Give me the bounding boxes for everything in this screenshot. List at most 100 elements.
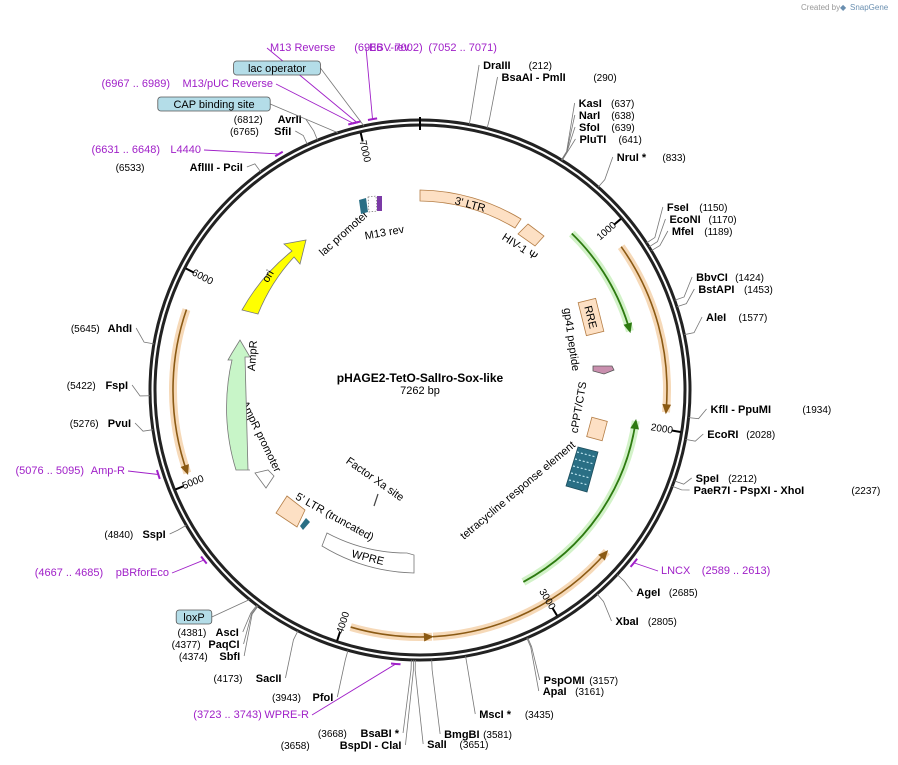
- site-name[interactable]: PspOMI: [544, 675, 585, 687]
- boxed-feature-label: CAP binding site: [173, 99, 254, 111]
- site-position: (3668): [318, 729, 347, 740]
- site-callout-line: [561, 138, 576, 161]
- site-name[interactable]: XbaI: [616, 616, 639, 628]
- site-name[interactable]: BsaAI - PmlI: [502, 72, 566, 84]
- feature-label-ori: ori: [260, 268, 277, 285]
- site-position: (3581): [483, 730, 512, 741]
- site-name[interactable]: BsaBI *: [361, 728, 400, 740]
- site-name[interactable]: BspDI - ClaI: [340, 740, 402, 752]
- primer-callout-line: [266, 47, 358, 123]
- site-position: (4377): [172, 640, 201, 651]
- primer-position: (6986 .. 7002): [354, 42, 423, 54]
- feature-label-gp41: gp41 peptide: [561, 307, 582, 372]
- site-name[interactable]: SacII: [256, 673, 282, 685]
- site-name[interactable]: FspI: [105, 380, 128, 392]
- site-name[interactable]: MfeI: [672, 226, 694, 238]
- feature-hiv1-psi-box: [517, 223, 545, 247]
- site-name[interactable]: DraIII: [483, 60, 511, 72]
- site-position: (3161): [575, 687, 604, 698]
- feature-label-tre: tetracycline response element: [458, 439, 578, 542]
- site-name[interactable]: EcoNI: [669, 214, 700, 226]
- site-name[interactable]: MscI *: [479, 709, 512, 721]
- site-name[interactable]: NarI: [579, 110, 600, 122]
- brand-created-by: Created by: [801, 3, 840, 12]
- feature-cppt-box: [586, 416, 608, 442]
- feature-label-5ltr: 5' LTR (truncated): [293, 491, 375, 544]
- boxed-feature-box[interactable]: [157, 96, 271, 112]
- tick-mark: [359, 132, 364, 142]
- tick-mark: [175, 485, 185, 491]
- site-name[interactable]: KasI: [579, 98, 602, 110]
- tick-mark: [551, 607, 558, 617]
- site-name[interactable]: KflI - PpuMI: [711, 404, 772, 416]
- site-name[interactable]: BstAPI: [698, 284, 734, 296]
- primer-position: (6631 .. 6648): [92, 144, 161, 156]
- site-name[interactable]: PaqCI: [208, 639, 239, 651]
- primer-name[interactable]: Amp-R: [91, 465, 125, 477]
- primer-position: (4667 .. 4685): [35, 567, 104, 579]
- site-callout-line: [402, 659, 412, 734]
- site-callout-line: [285, 630, 299, 679]
- site-name[interactable]: NruI *: [617, 152, 647, 164]
- primer-name[interactable]: L4440: [170, 144, 201, 156]
- primer-mark: [200, 555, 208, 565]
- site-position: (2685): [669, 588, 698, 599]
- site-name[interactable]: PfoI: [313, 692, 334, 704]
- site-name[interactable]: AhdI: [108, 323, 132, 335]
- feature-5ltr-teal-marker: [300, 518, 310, 530]
- site-name[interactable]: FseI: [667, 202, 689, 214]
- site-name[interactable]: ApaI: [543, 686, 567, 698]
- primer-name[interactable]: WPRE-R: [264, 709, 309, 721]
- primer-callout-line: [633, 562, 659, 572]
- site-position: (3658): [281, 741, 310, 752]
- boxed-feature-box[interactable]: [175, 609, 213, 625]
- site-callout-line: [651, 230, 669, 252]
- site-name[interactable]: PvuI: [108, 418, 131, 430]
- site-callout-line: [646, 206, 664, 244]
- feature-factor-xa-tick: [373, 493, 379, 507]
- site-name[interactable]: BmgBI: [444, 729, 479, 741]
- primer-callout-line: [127, 470, 159, 475]
- site-name[interactable]: PaeR7I - PspXI - XhoI: [694, 485, 805, 497]
- primer-callout-line: [311, 663, 396, 716]
- feature-ampr-promoter-arrow: [254, 469, 275, 489]
- feature-ampr-arrow: [226, 339, 251, 471]
- feature-label-3ltr: 3' LTR: [453, 195, 486, 215]
- feature-label-m13-rev: M13 rev: [364, 224, 406, 243]
- site-name[interactable]: SalI: [427, 739, 447, 751]
- primer-callout-line: [171, 559, 205, 574]
- site-callout-line: [688, 408, 707, 420]
- site-name[interactable]: AleI: [706, 312, 726, 324]
- primer-position: (2589 .. 2613): [702, 565, 771, 577]
- site-callout-line: [414, 659, 424, 745]
- primer-mark: [348, 121, 359, 126]
- site-name[interactable]: SspI: [142, 529, 165, 541]
- site-name[interactable]: SfiI: [274, 126, 291, 138]
- primer-name[interactable]: LNCX: [661, 565, 691, 577]
- primer-name[interactable]: EBV-rev: [369, 42, 410, 54]
- primer-name[interactable]: pBRforEco: [116, 567, 169, 579]
- site-callout-line: [674, 477, 692, 485]
- site-name[interactable]: EcoRI: [707, 429, 738, 441]
- site-name[interactable]: BbvCI: [696, 272, 728, 284]
- site-name[interactable]: SpeI: [696, 473, 719, 485]
- site-name[interactable]: AflIII - PciI: [190, 162, 243, 174]
- site-callout-line: [526, 637, 540, 692]
- site-name[interactable]: PluTI: [579, 134, 606, 146]
- site-name[interactable]: SbfI: [219, 651, 240, 663]
- boxed-feature-box[interactable]: [233, 60, 321, 76]
- primer-name[interactable]: M13/pUC Reverse: [183, 78, 273, 90]
- site-callout-line: [468, 64, 480, 125]
- site-position: (833): [662, 153, 685, 164]
- primer-callout-line: [275, 83, 354, 124]
- site-name[interactable]: AgeI: [636, 587, 660, 599]
- site-callout-line: [561, 126, 576, 161]
- site-callout-line: [648, 218, 666, 248]
- site-name[interactable]: AvrII: [278, 114, 302, 126]
- site-position: (637): [611, 99, 634, 110]
- site-position: (5276): [70, 419, 99, 430]
- site-name[interactable]: SfoI: [579, 122, 600, 134]
- snapgene-logo-icon: ◆: [840, 3, 847, 12]
- primer-name[interactable]: M13 Reverse: [270, 42, 335, 54]
- site-name[interactable]: AscI: [216, 627, 239, 639]
